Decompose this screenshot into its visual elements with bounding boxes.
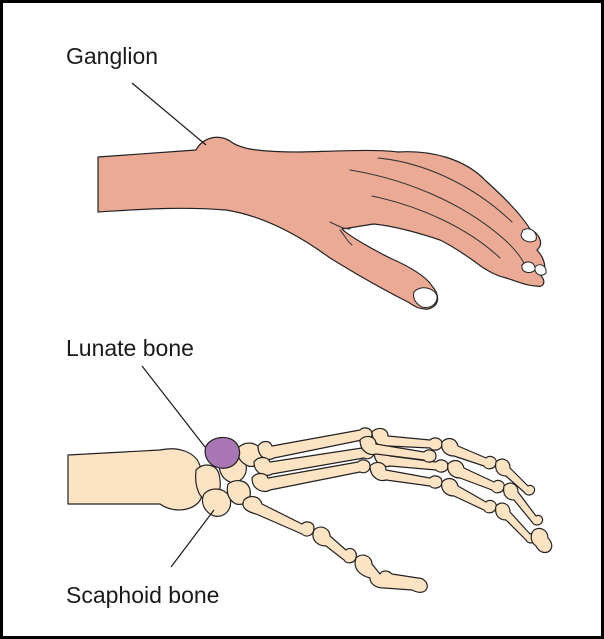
ring-nail [535,265,546,275]
scaphoid-bone-label: Scaphoid bone [66,582,219,608]
lunate-bone [205,437,239,468]
radius-bone [68,449,204,510]
lunate-bone-label: Lunate bone [66,335,194,361]
ganglion-label: Ganglion [66,43,158,69]
